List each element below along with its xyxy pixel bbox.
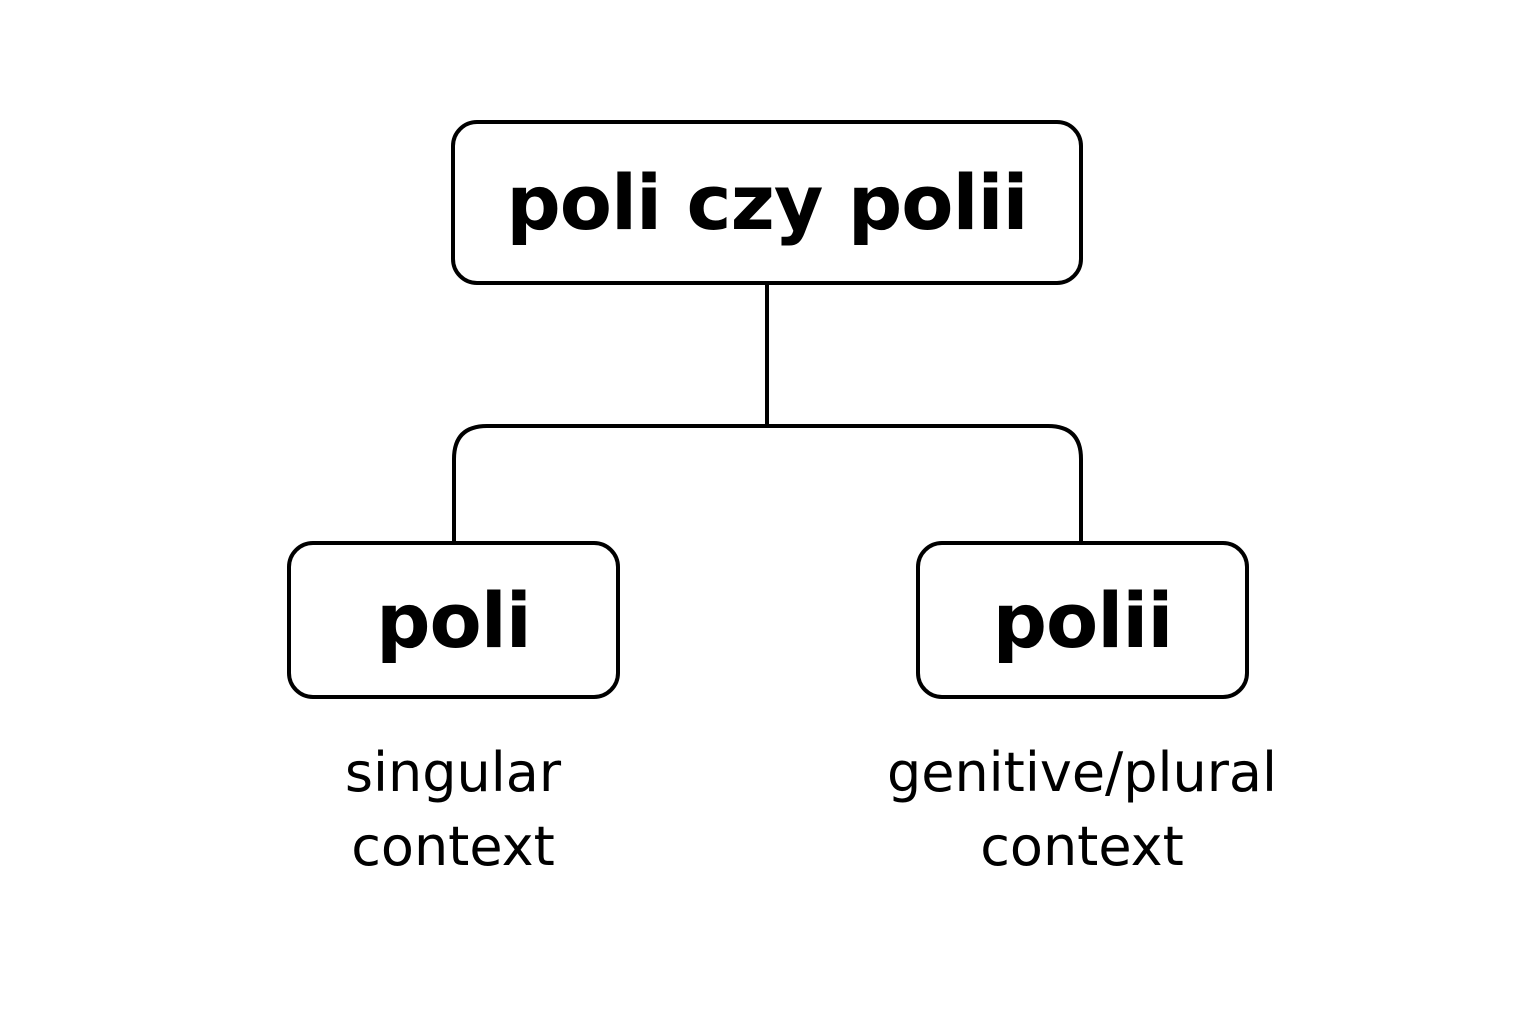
branch-label-polii: polii <box>992 575 1174 665</box>
caption-singular-context: singular context <box>253 736 653 884</box>
root-label: poli czy polii <box>506 158 1028 247</box>
root-node: poli czy polii <box>451 120 1083 285</box>
branch-node-poli: poli <box>287 541 620 699</box>
branch-connector-line <box>452 424 1083 541</box>
caption-line: context <box>980 815 1184 878</box>
caption-line: context <box>351 815 555 878</box>
branch-node-polii: polii <box>916 541 1249 699</box>
caption-genitive-plural-context: genitive/plural context <box>832 736 1332 884</box>
caption-line: genitive/plural <box>886 741 1278 804</box>
branch-label-poli: poli <box>376 575 532 665</box>
caption-line: singular <box>344 741 562 804</box>
